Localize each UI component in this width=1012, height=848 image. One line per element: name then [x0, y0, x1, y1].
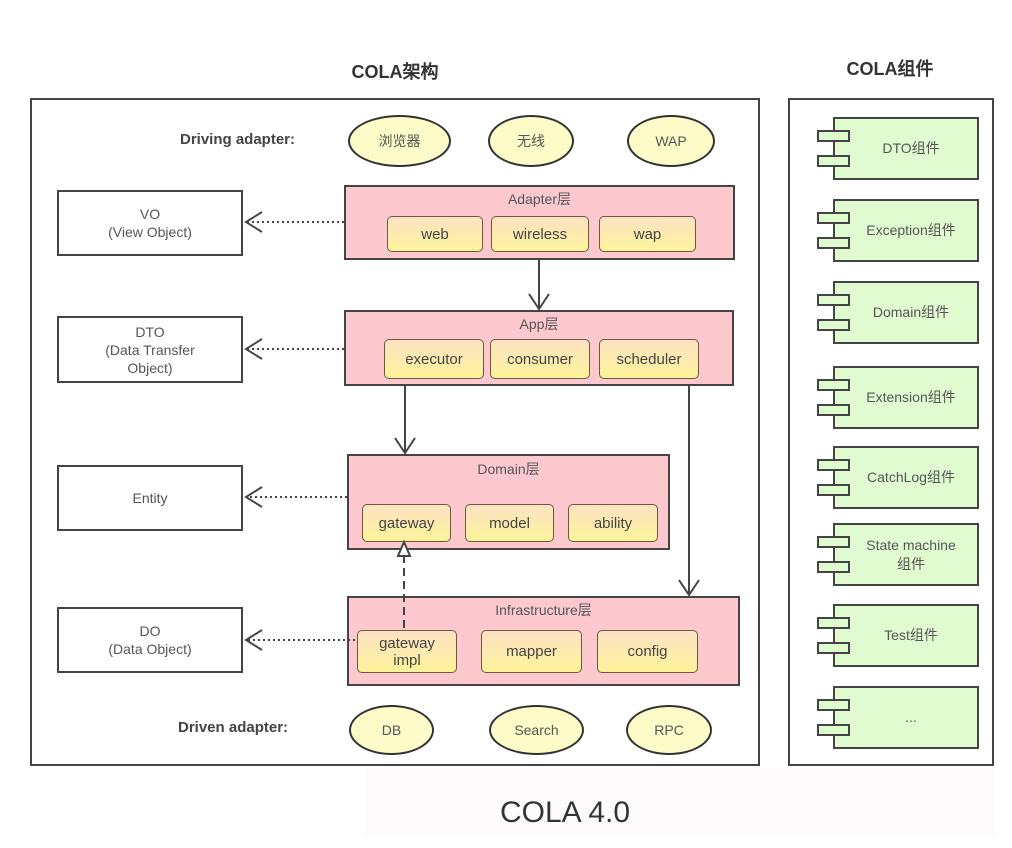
- module-consumer: consumer: [490, 339, 590, 379]
- module-scheduler: scheduler: [599, 339, 699, 379]
- component-port-icon: [817, 237, 850, 249]
- vo-box: VO (View Object): [57, 190, 243, 256]
- component-item: DTO组件: [833, 117, 979, 180]
- driven-adapter-search: Search: [489, 705, 584, 755]
- module-gateway-impl: gateway impl: [357, 630, 457, 673]
- component-item: Test组件: [833, 604, 979, 667]
- component-port-icon: [817, 404, 850, 416]
- component-port-icon: [817, 379, 850, 391]
- component-port-icon: [817, 699, 850, 711]
- driving-adapter-label: Driving adapter:: [180, 131, 296, 148]
- driven-adapter-rpc: RPC: [626, 705, 712, 755]
- do-box: DO (Data Object): [57, 607, 243, 673]
- component-port-icon: [817, 617, 850, 629]
- adapter-layer-title: Adapter层: [507, 191, 572, 207]
- driving-adapter-browser: 浏览器: [348, 115, 451, 167]
- driving-adapter-wireless: 无线: [488, 115, 574, 167]
- adapter-layer: Adapter层 web wireless wap: [344, 185, 735, 260]
- component-item: Domain组件: [833, 281, 979, 344]
- component-port-icon: [817, 484, 850, 496]
- module-gateway: gateway: [362, 504, 451, 542]
- module-wap: wap: [599, 216, 696, 252]
- app-layer: App层 executor consumer scheduler: [344, 310, 734, 386]
- component-port-icon: [817, 642, 850, 654]
- components-title: COLA组件: [846, 59, 934, 79]
- module-web: web: [387, 216, 483, 252]
- component-item: Exception组件: [833, 199, 979, 262]
- component-port-icon: [817, 319, 850, 331]
- module-mapper: mapper: [481, 630, 582, 673]
- dto-box: DTO (Data Transfer Object): [57, 316, 243, 383]
- component-item: ...: [833, 686, 979, 749]
- component-port-icon: [817, 459, 850, 471]
- component-item: Extension组件: [833, 366, 979, 429]
- module-model: model: [465, 504, 554, 542]
- component-port-icon: [817, 294, 850, 306]
- domain-layer: Domain层 gateway model ability: [347, 454, 670, 550]
- component-port-icon: [817, 130, 850, 142]
- infrastructure-layer: Infrastructure层 gateway impl mapper conf…: [347, 596, 740, 686]
- caption-background: [365, 768, 995, 836]
- caption: COLA 4.0: [499, 796, 631, 829]
- driven-adapter-label: Driven adapter:: [178, 719, 289, 736]
- component-item: State machine 组件: [833, 523, 979, 586]
- domain-layer-title: Domain层: [477, 461, 540, 477]
- module-config: config: [597, 630, 698, 673]
- module-ability: ability: [568, 504, 658, 542]
- component-port-icon: [817, 212, 850, 224]
- component-port-icon: [817, 561, 850, 573]
- app-layer-title: App层: [519, 316, 559, 332]
- component-port-icon: [817, 724, 850, 736]
- component-port-icon: [817, 155, 850, 167]
- architecture-title: COLA架构: [351, 62, 439, 82]
- infrastructure-layer-title: Infrastructure层: [495, 602, 592, 618]
- module-executor: executor: [384, 339, 484, 379]
- component-port-icon: [817, 536, 850, 548]
- driven-adapter-db: DB: [349, 705, 434, 755]
- driving-adapter-wap: WAP: [627, 115, 715, 167]
- component-item: CatchLog组件: [833, 446, 979, 509]
- module-wireless: wireless: [491, 216, 589, 252]
- entity-box: Entity: [57, 465, 243, 531]
